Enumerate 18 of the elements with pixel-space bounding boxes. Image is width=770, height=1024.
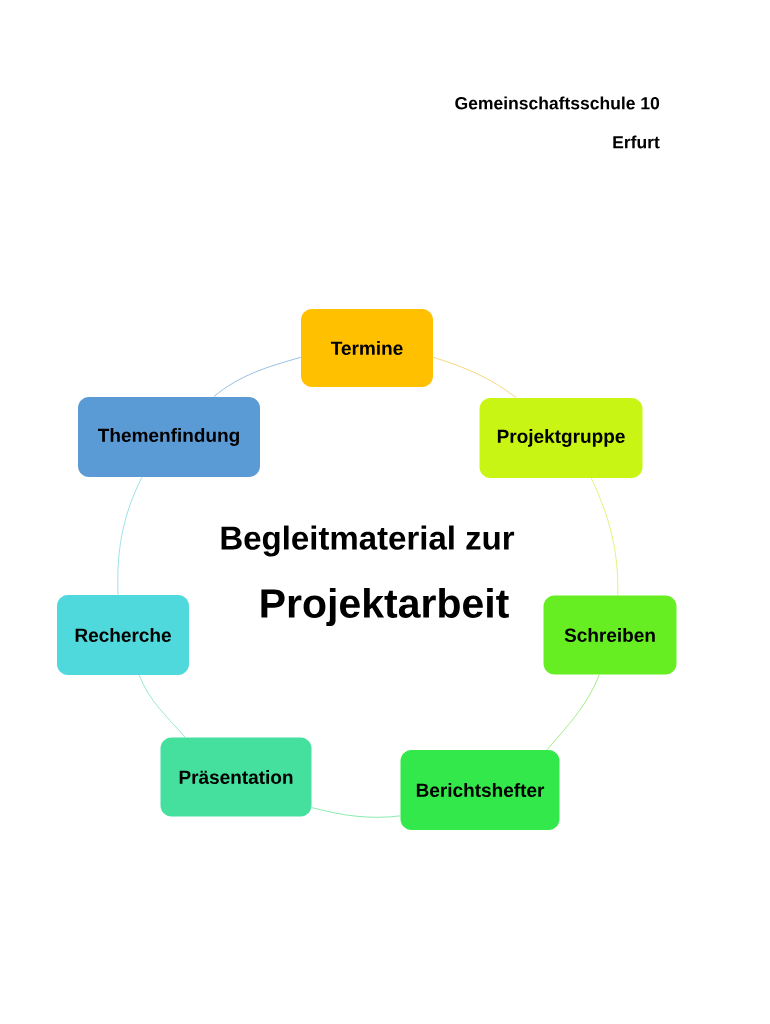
step-box: Schreiben <box>543 595 677 675</box>
connector-arc <box>311 807 401 818</box>
step-box: Termine <box>301 309 433 387</box>
connector-arc <box>546 674 600 751</box>
step-box: Projektgruppe <box>479 398 643 478</box>
place-name: Erfurt <box>613 135 660 149</box>
heading-line: Begleitmaterial zur <box>221 525 515 557</box>
connector-arc <box>213 356 302 398</box>
connector-arc <box>138 674 186 738</box>
step-box: Themenfindung <box>78 397 260 477</box>
connector-arc <box>432 356 517 399</box>
step-box: Recherche <box>57 595 189 675</box>
connector-arc <box>117 476 143 596</box>
step-box: Präsentation <box>160 737 312 817</box>
school-name: Gemeinschaftsschule 10 <box>455 96 660 110</box>
connector-arc <box>590 477 619 596</box>
step-box: Berichtshefter <box>400 750 560 830</box>
heading-line: Projektarbeit <box>261 587 509 627</box>
